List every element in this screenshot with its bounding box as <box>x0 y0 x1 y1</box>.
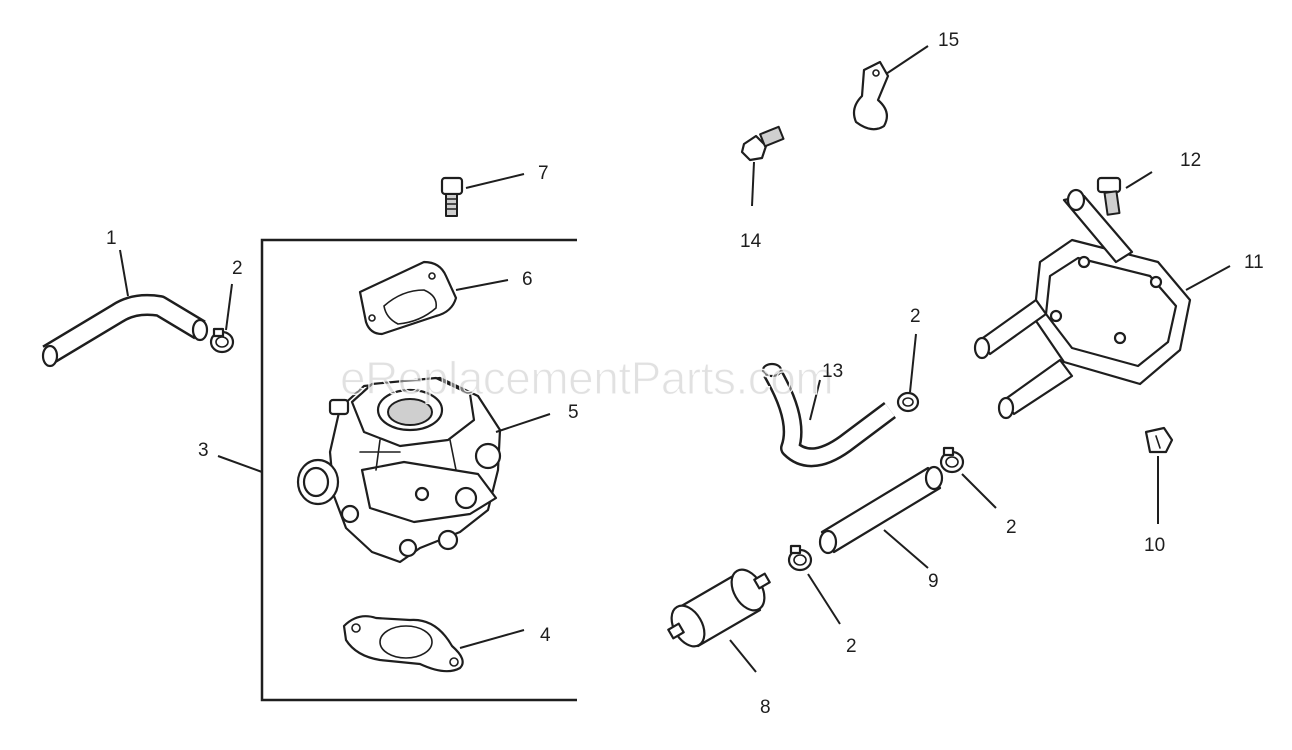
part-2-clamp-b[interactable] <box>896 391 920 413</box>
part-8-fuel-filter[interactable] <box>665 564 771 652</box>
leader-2d <box>807 573 841 625</box>
callout-12: 12 <box>1180 150 1201 171</box>
part-9-hose[interactable] <box>818 465 944 555</box>
leader-1 <box>119 249 129 297</box>
callout-2-d: 2 <box>846 636 857 657</box>
part-1-hose[interactable] <box>41 293 209 368</box>
leader-15 <box>885 45 929 75</box>
part-4-gasket[interactable] <box>342 615 464 673</box>
leader-11 <box>1185 265 1231 291</box>
callout-14: 14 <box>740 231 762 252</box>
part-6-gasket[interactable] <box>358 260 458 336</box>
part-2-clamp-a[interactable] <box>209 327 235 354</box>
part-5-carburetor[interactable] <box>296 376 502 564</box>
leader-2a <box>225 283 233 331</box>
callout-2-a: 2 <box>232 258 243 279</box>
leader-6 <box>455 279 509 291</box>
part-11-fuel-pump[interactable] <box>973 188 1192 420</box>
watermark: eReplacementParts.com <box>340 352 833 404</box>
leader-13 <box>809 379 821 421</box>
callout-5: 5 <box>568 402 579 423</box>
callout-7: 7 <box>538 163 549 184</box>
callout-10: 10 <box>1144 535 1165 556</box>
leader-14 <box>751 161 755 207</box>
leader-9 <box>883 529 929 569</box>
part-15-clip[interactable] <box>852 60 890 131</box>
callout-9: 9 <box>928 571 939 592</box>
callout-3: 3 <box>198 440 209 461</box>
callout-13: 13 <box>822 361 843 382</box>
callout-8: 8 <box>760 697 771 718</box>
leader-12 <box>1125 171 1153 189</box>
part-12-bolt[interactable] <box>1096 176 1122 216</box>
leader-7 <box>465 173 525 189</box>
callout-1: 1 <box>106 228 117 249</box>
part-2-clamp-c[interactable] <box>939 446 965 474</box>
callout-15: 15 <box>938 30 959 51</box>
part-2-clamp-d[interactable] <box>787 544 813 572</box>
part-13-hose[interactable] <box>761 362 896 468</box>
part-10-fitting[interactable] <box>1144 426 1174 454</box>
leader-5 <box>495 413 551 433</box>
callout-2-c: 2 <box>1006 517 1017 538</box>
part-14-bolt[interactable] <box>740 125 785 162</box>
assembly-bracket <box>260 238 577 702</box>
callout-6: 6 <box>522 269 533 290</box>
leader-3 <box>217 455 263 473</box>
part-7-screw[interactable] <box>440 176 464 217</box>
callout-11: 11 <box>1244 252 1264 273</box>
leader-2c <box>961 473 997 509</box>
leader-4 <box>459 629 525 649</box>
callout-4: 4 <box>540 625 551 646</box>
leader-8 <box>729 639 757 673</box>
callout-2-b: 2 <box>910 306 921 327</box>
leader-2b <box>909 333 917 393</box>
